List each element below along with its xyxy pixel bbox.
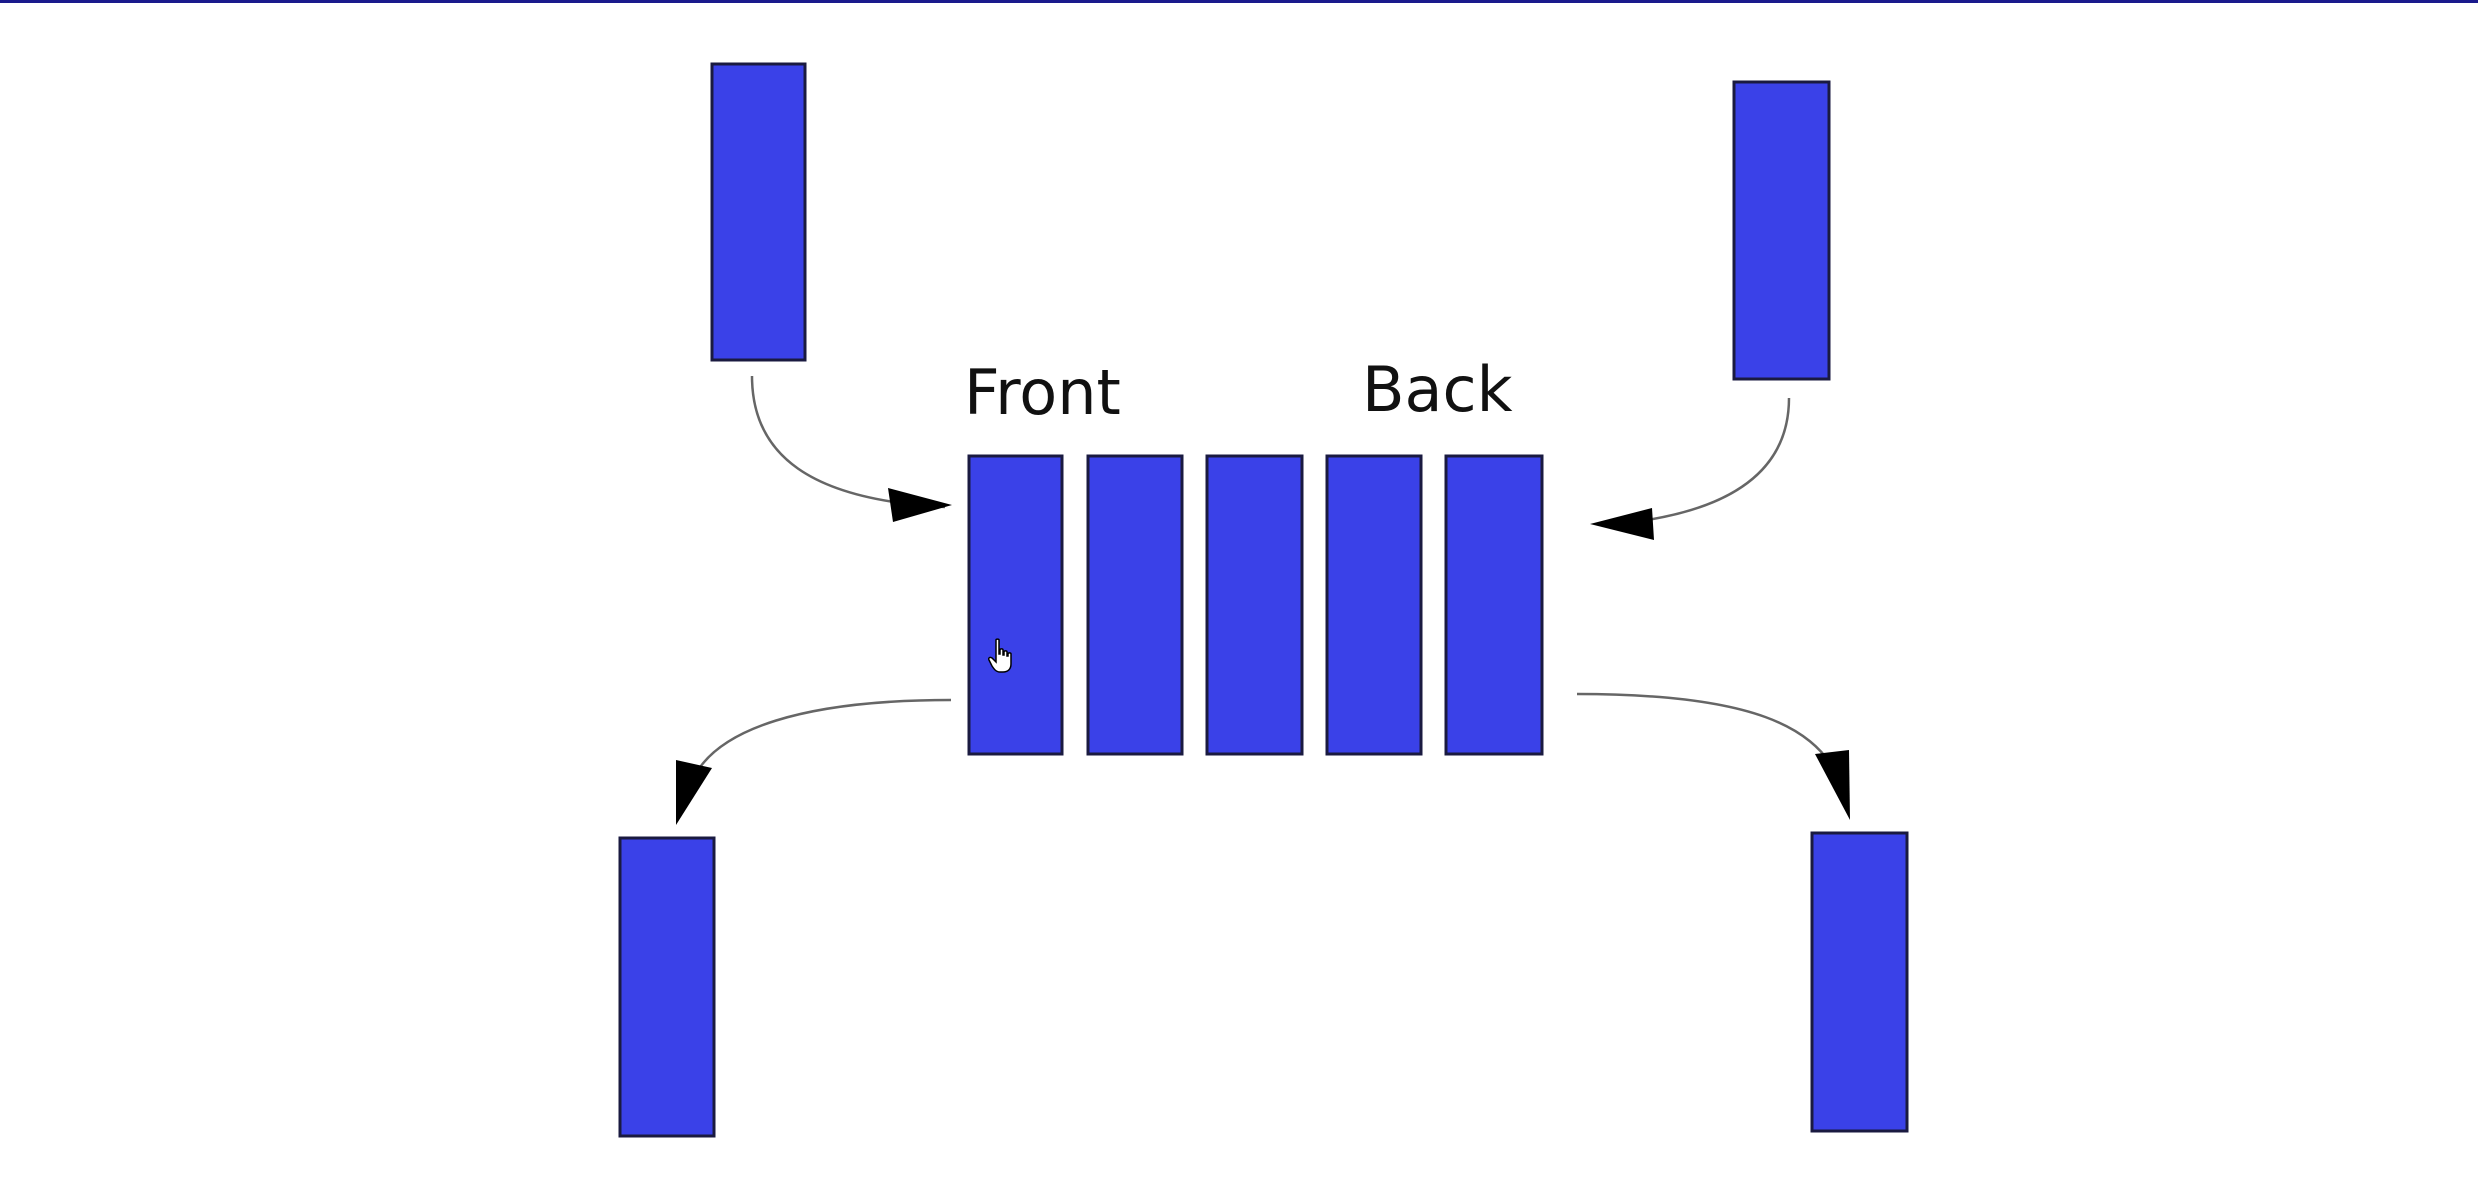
insert-back-arrowhead bbox=[1590, 508, 1654, 540]
queue-item bbox=[1444, 454, 1544, 756]
insert-back-arrow bbox=[1624, 397, 1791, 525]
incoming-back-block bbox=[1732, 80, 1831, 381]
hand-pointer-icon bbox=[988, 638, 1012, 673]
insert-front-arrowhead bbox=[888, 488, 952, 522]
remove-front-arrowhead bbox=[676, 760, 712, 825]
remove-front-arrow bbox=[693, 698, 952, 776]
insert-front-arrow bbox=[750, 375, 946, 509]
top-rule bbox=[0, 0, 2478, 3]
front-label: Front bbox=[964, 356, 1121, 429]
queue bbox=[967, 454, 1544, 756]
queue-item bbox=[1086, 454, 1184, 756]
outgoing-front-block bbox=[618, 836, 716, 1138]
remove-back-arrowhead bbox=[1815, 750, 1850, 820]
remove-back-arrow bbox=[1576, 692, 1837, 771]
back-label: Back bbox=[1362, 353, 1513, 426]
incoming-front-block bbox=[710, 62, 807, 362]
queue-item bbox=[1205, 454, 1304, 756]
queue-item bbox=[1325, 454, 1423, 756]
queue-item bbox=[967, 454, 1064, 756]
outgoing-back-block bbox=[1810, 831, 1909, 1133]
